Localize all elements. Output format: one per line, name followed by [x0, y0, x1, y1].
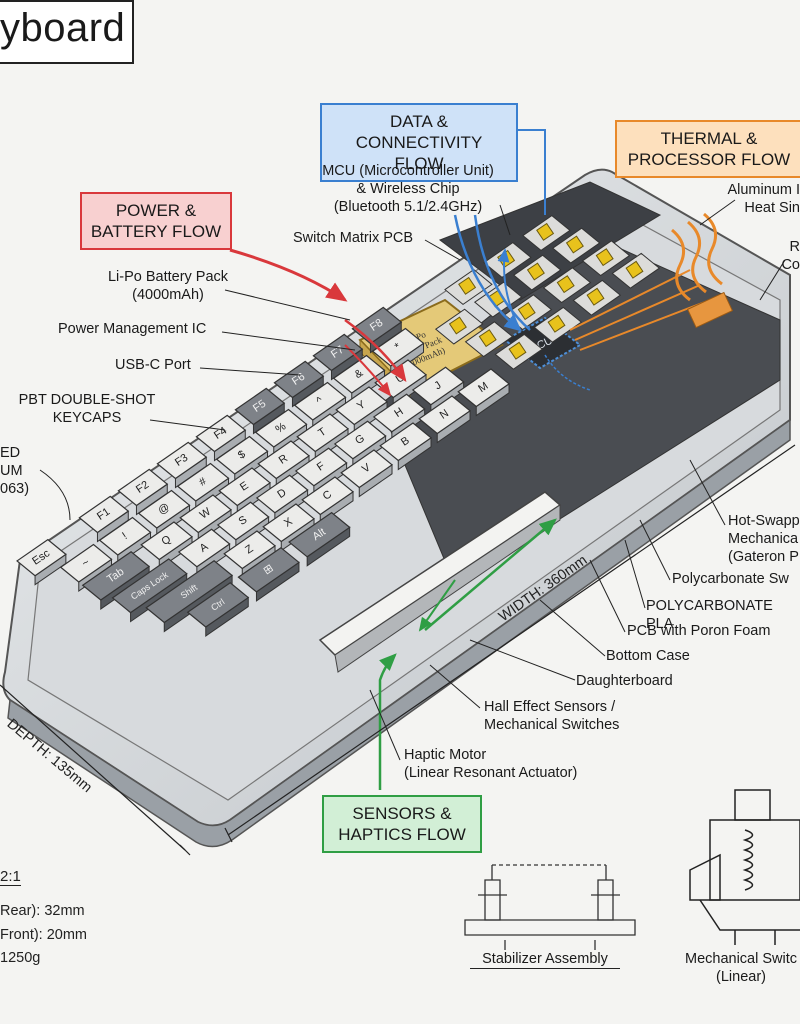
keycap-row5-1: ⊞ [237, 546, 300, 602]
leader-lines [39, 199, 786, 761]
keycap-fn-3: F3 [156, 441, 208, 489]
keycap-fn-0: Esc [16, 538, 67, 586]
keycap-num-6-legend: ^ [314, 394, 326, 407]
switch [572, 279, 622, 316]
rear-height-label: Rear): 32mm [0, 903, 85, 919]
keycap-fn-2: F2 [117, 468, 169, 516]
sensors-flow-arrows [378, 518, 557, 790]
stabilizer-drawing [464, 864, 636, 950]
keycap-fn-8-legend: F8 [368, 317, 385, 334]
keycap-fn-5-legend: F5 [251, 398, 268, 415]
switch [522, 214, 571, 251]
daughterboard-label: Daughterboard [576, 673, 673, 689]
switch-grid [434, 214, 661, 370]
pcb-poron-label: PCB with Poron Foam [627, 623, 771, 639]
switch [533, 306, 583, 343]
switch [494, 333, 544, 370]
switch [581, 240, 631, 277]
keycap-row4-6: N [418, 395, 472, 444]
mechanical-switch-label: Mechanical Switc (Linear) [684, 951, 797, 985]
weight-label: 1250g [0, 950, 41, 966]
keycap-fn-4: F4 [195, 414, 247, 462]
switch [551, 227, 601, 264]
keycap-fn-3-legend: F3 [173, 452, 190, 469]
usbc-label: USB-C Port [115, 357, 191, 373]
page-title: yboard [0, 6, 126, 50]
switch [434, 308, 484, 345]
battery-label: Li-Po Battery Pack (4000mAh) [107, 269, 229, 303]
keycap-row4-0: Shift [145, 560, 234, 633]
pmic-label: Power Management IC [58, 321, 207, 337]
keycap-num-1-legend: ! [120, 530, 129, 542]
keycap-num-8-legend: * [393, 341, 404, 354]
switch [464, 321, 514, 358]
stabilizer-label: Stabilizer Assembly [470, 950, 620, 969]
keycap-row4-4: V [340, 449, 394, 498]
keycap-fn-2-legend: F2 [134, 479, 151, 496]
keycap-row4-5: B [379, 422, 433, 471]
keycap-row5-2-legend: Alt [310, 526, 327, 543]
haptic-motor-label: Haptic Motor (Linear Resonant Actuator) [404, 747, 578, 781]
dimension-lines [0, 444, 796, 856]
pc-switch-label: Polycarbonate Sw [672, 571, 789, 587]
switch [512, 254, 562, 291]
keycap-num-2-legend: @ [156, 501, 172, 517]
sensors-flow-box: SENSORS & HAPTICS FLOW [322, 795, 482, 853]
title-box: yboard [0, 0, 134, 64]
keycap-row5-2: Alt [288, 511, 351, 567]
mcu-label: MCU (Microcontroller Unit) & Wireless Ch… [322, 163, 494, 215]
keycap-fn-1: F1 [78, 495, 130, 543]
thermal-flow-arrows [569, 212, 734, 351]
case-left-label: ED UM 063) [0, 445, 30, 497]
keycap-row4-7: M [457, 368, 511, 417]
right-cutoff-label: R Co [781, 239, 800, 273]
switch-matrix-label: Switch Matrix PCB [293, 230, 414, 246]
keycap-fn-1-legend: F1 [95, 506, 112, 523]
spacebar [318, 491, 562, 673]
hall-effect-label: Hall Effect Sensors / Mechanical Switche… [484, 699, 620, 733]
aluminum-heatsink-label: Aluminum I Heat Sin [727, 182, 800, 216]
switch [542, 267, 592, 304]
front-height-label: Front): 20mm [0, 927, 88, 943]
data-flow-box: DATA & CONNECTIVITY FLOW [320, 103, 518, 182]
hotswap-label: Hot-Swapp Mechanica (Gateron P [728, 513, 800, 565]
keycap-set: EscF1F2F3F4F5F6F7F8~!@#$%^&*TabQWERTYUCa… [16, 306, 511, 637]
thermal-flow-box: THERMAL & PROCESSOR FLOW [615, 120, 800, 178]
bottom-case-label: Bottom Case [606, 648, 690, 664]
keycap-row3-7-legend: J [432, 379, 443, 392]
switch [611, 252, 661, 289]
keycap-row5-0: Ctrl [186, 582, 250, 637]
pc-plate-label: POLYCARBONATE PLA [646, 598, 773, 632]
keycap-fn-6: F6 [273, 360, 325, 408]
keycaps-label: PBT DOUBLE-SHOT KEYCAPS [18, 392, 156, 426]
power-flow-box: POWER & BATTERY FLOW [80, 192, 232, 250]
switch [444, 268, 493, 305]
keycap-fn-5: F5 [234, 387, 286, 435]
keycap-num-4-legend: $ [236, 448, 248, 461]
mechanical-switch-drawing [689, 789, 800, 945]
scale-label: 2:1 [0, 868, 21, 886]
